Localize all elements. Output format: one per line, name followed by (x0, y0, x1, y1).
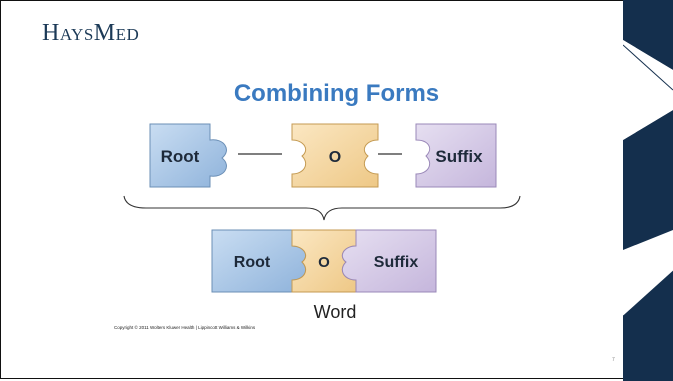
slide-number: 7 (612, 357, 615, 363)
logo-text: HaysMed (42, 20, 140, 46)
top-root-piece: Root (149, 123, 227, 188)
bottom-suffix-label: Suffix (374, 254, 419, 271)
top-o-label: O (329, 149, 341, 166)
slide-title-text: Combining Forms (233, 80, 440, 107)
sidebar-decoration (623, 0, 673, 381)
top-o-piece: O (291, 123, 379, 188)
bottom-root-label: Root (234, 254, 271, 271)
word-label: Word (313, 302, 357, 322)
top-root-label: Root (161, 147, 200, 166)
top-suffix-label: Suffix (435, 147, 483, 166)
slide-title: Combining Forms (0, 80, 673, 108)
grouping-brace (123, 195, 521, 221)
top-suffix-piece: Suffix (415, 123, 497, 188)
bottom-o-label: O (318, 254, 330, 271)
logo: HaysMed (42, 20, 139, 47)
bottom-suffix-piece: Suffix (341, 229, 437, 293)
copyright-text: Copyright © 2011 Wolters Kluwer Health |… (114, 325, 256, 330)
